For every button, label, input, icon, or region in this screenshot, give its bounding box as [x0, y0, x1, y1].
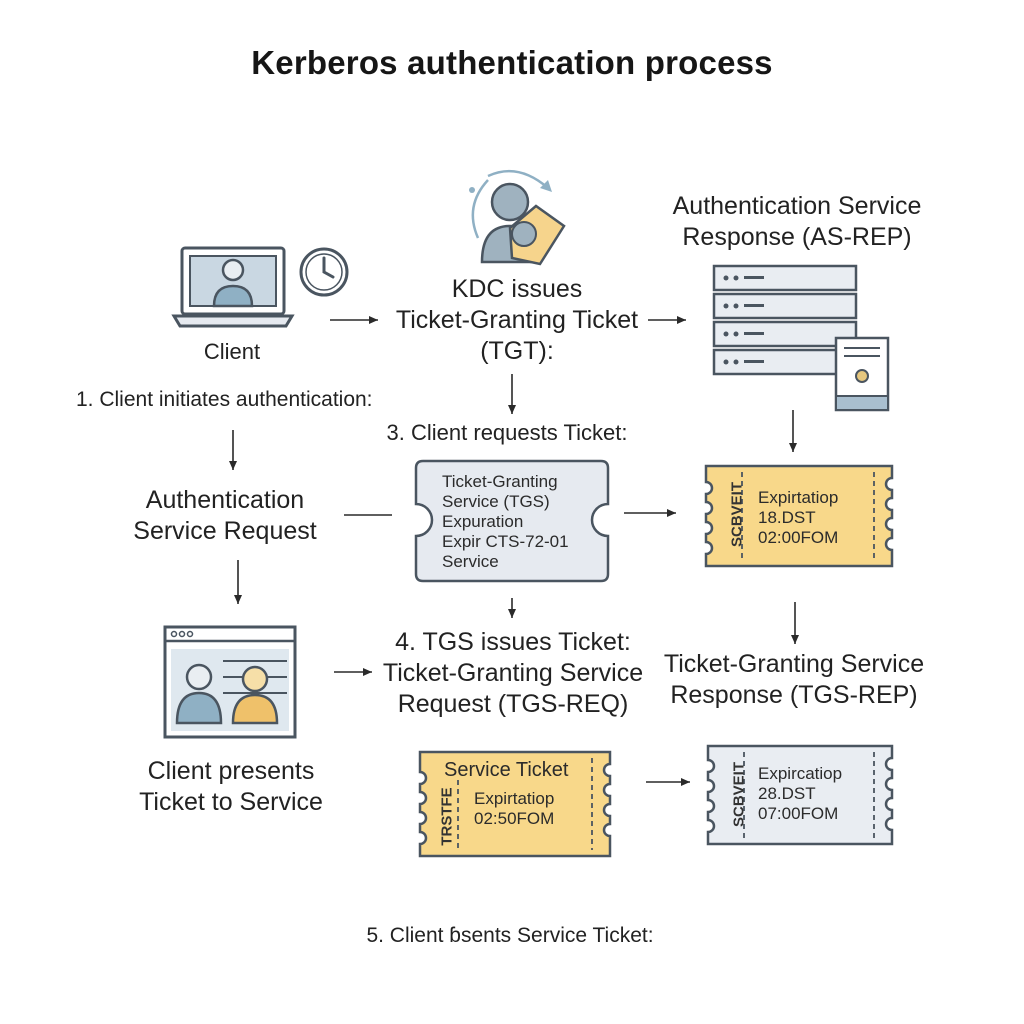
as-rep-line-1: Authentication Service — [672, 192, 922, 220]
tgs-rep-line-1: Ticket-Granting Service — [663, 650, 925, 678]
tgt-ticket-side-text: SCBVEIT — [728, 482, 746, 548]
laptop-icon — [171, 246, 295, 328]
tgs-rep-ticket-line-1: Expircatiop — [758, 764, 843, 783]
kdc-line-1: KDC issues — [451, 275, 583, 303]
tgs-rep-ticket-line-2: 28.DST — [758, 784, 816, 803]
tgs-rep-label: Ticket-Granting Service Response (TGS-RE… — [656, 649, 932, 711]
as-req-label: Authentication Service Request — [110, 485, 340, 547]
tgt-ticket-line-3: 02:00FOM — [758, 528, 839, 547]
step5-label: 5. Client ɓsents Service Ticket: — [366, 924, 654, 947]
tgs-ticket-line-5: Service — [442, 552, 499, 571]
service-ticket-shape — [418, 750, 612, 858]
tgt-ticket-line-1: Expirtatiop — [758, 488, 839, 507]
tgs-ticket-line-4: Expir CTS-72-01 — [442, 532, 569, 551]
tgs-ticket-line-2: Service (TGS) — [442, 492, 550, 511]
as-rep-line-2: Response (AS-REP) — [682, 223, 912, 251]
tgs-rep-ticket-side-text: SCBVEIT — [730, 762, 748, 828]
kdc-line-2: Ticket-Granting Ticket — [395, 306, 639, 334]
clock-icon — [299, 247, 349, 297]
step1-label: 1. Client initiates authentication: — [76, 388, 373, 411]
diagram-title: Kerberos authentication process — [251, 44, 773, 81]
tgs-rep-ticket-shape — [706, 744, 894, 846]
service-ticket-side-text: TRSTFE — [438, 787, 456, 846]
tgs-rep-ticket-text: Expircatiop 28.DST 07:00FOM — [758, 764, 868, 824]
tgs-rep-ticket-line-3: 07:00FOM — [758, 804, 839, 823]
service-ticket-line-2: 02:50FOM — [474, 809, 555, 828]
client-presents-label: Client presents Ticket to Service — [118, 756, 344, 818]
service-ticket-text: Expirtatiop 02:50FOM — [474, 789, 584, 829]
tgs-ticket-line-3: Expuration — [442, 512, 524, 531]
as-req-line-2: Service Request — [133, 517, 317, 545]
step4-label: 4. TGS issues Ticket: Ticket-Granting Se… — [374, 627, 652, 720]
as-req-line-1: Authentication — [145, 486, 305, 514]
step3-label: 3. Client requests Ticket: — [386, 420, 628, 445]
kdc-person-icon — [469, 169, 566, 266]
tgt-ticket-text: Expirtatiop 18.DST 02:00FOM — [758, 488, 868, 548]
client-label: Client — [203, 339, 261, 364]
as-rep-label: Authentication Service Response (AS-REP) — [662, 191, 932, 253]
tgs-ticket-line-1: Ticket-Granting — [442, 472, 558, 491]
step4-line-3: Request (TGS-REQ) — [397, 690, 629, 718]
kdc-line-3: (TGT): — [480, 337, 554, 365]
client-presents-line-1: Client presents — [147, 757, 315, 785]
browser-users-icon — [163, 625, 297, 739]
service-ticket-header: Service Ticket — [444, 759, 569, 781]
step4-line-1: 4. TGS issues Ticket: — [395, 628, 631, 656]
client-presents-line-2: Ticket to Service — [139, 788, 323, 816]
tgt-ticket-line-2: 18.DST — [758, 508, 816, 527]
tgt-ticket-shape — [704, 464, 894, 568]
step4-line-2: Ticket-Granting Service — [382, 659, 644, 687]
tgs-ticket-shape — [414, 459, 610, 583]
service-ticket-line-1: Expirtatiop — [474, 789, 555, 808]
tgs-rep-line-2: Response (TGS-REP) — [670, 681, 918, 709]
server-icon — [712, 264, 890, 412]
tgs-ticket-text: Ticket-Granting Service (TGS) Expuration… — [442, 472, 602, 572]
kdc-label: KDC issues Ticket-Granting Ticket (TGT): — [372, 274, 662, 367]
